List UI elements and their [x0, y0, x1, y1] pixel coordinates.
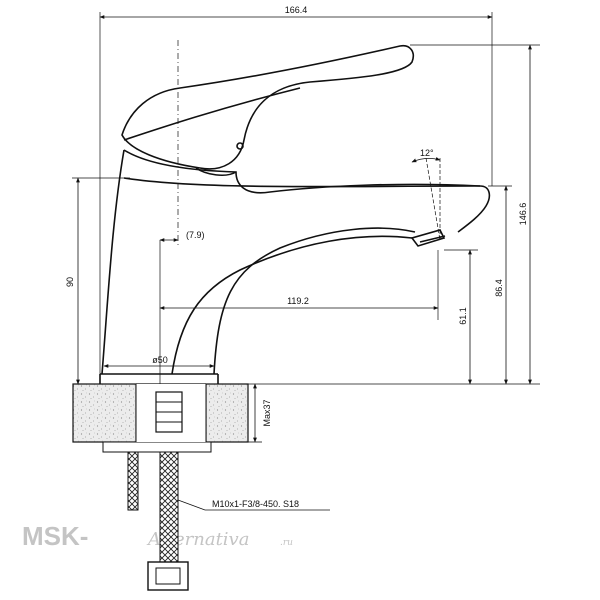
dim-left-height: 90 [65, 277, 75, 287]
faucet-body [99, 149, 491, 384]
dimension-labels: 166.4 146.6 12° (7.9) 90 119.2 86.4 61.1… [65, 5, 528, 509]
dim-max-counter: Max37 [262, 399, 272, 426]
dim-spout-height: 86.4 [494, 279, 504, 297]
hose-nut [147, 561, 189, 591]
dim-spout-reach: 119.2 [287, 296, 309, 306]
construction-lines [72, 12, 540, 385]
lever-handle [121, 44, 415, 177]
threaded-stud [127, 451, 139, 511]
supply-connections [127, 384, 207, 591]
watermark-prefix: MSK- [22, 521, 88, 551]
braided-hose [159, 451, 179, 563]
dim-hose-spec: M10x1-F3/8-450. S18 [212, 499, 299, 509]
dim-total-height: 146.6 [518, 203, 528, 226]
dim-outlet-height: 61.1 [458, 307, 468, 325]
dim-spout-tilt: 12° [420, 148, 434, 158]
watermark: MSK- Alternativa .ru [22, 521, 293, 551]
dim-offset: (7.9) [186, 230, 205, 240]
countertop-left-section [72, 383, 137, 443]
countertop-right-section [205, 383, 249, 443]
dim-total-width: 166.4 [285, 5, 308, 15]
watermark-suffix: .ru [280, 538, 293, 548]
dim-base-diameter: ø50 [152, 355, 168, 365]
dimension-lines [76, 15, 532, 511]
mounting-plate [102, 441, 212, 453]
